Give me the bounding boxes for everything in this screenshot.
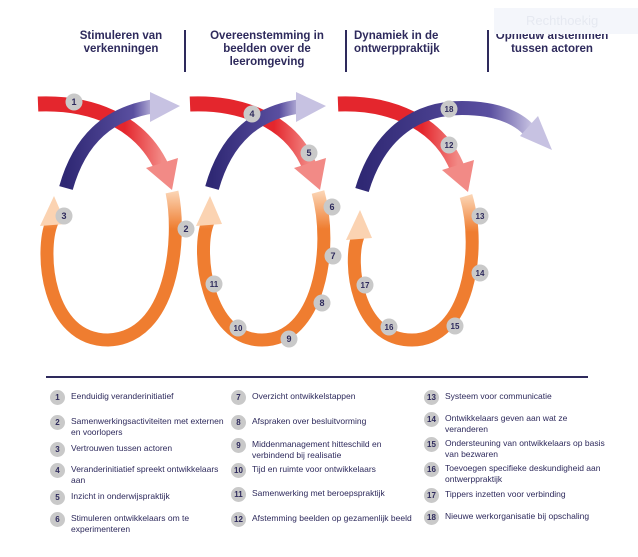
ghost-label-watermark: Rechthoekig [494, 8, 638, 34]
marker-6: 6 [323, 198, 341, 216]
loop-3 [337, 96, 552, 347]
loop-2 [189, 92, 331, 347]
svg-text:9: 9 [286, 334, 291, 344]
marker-16: 16 [380, 318, 398, 336]
orange-loop-arrow-3 [347, 194, 479, 347]
red-arrowhead-3 [442, 160, 474, 192]
loop-1 [37, 92, 182, 347]
marker-10: 10 [229, 319, 247, 337]
legend-badge: 14 [424, 412, 439, 427]
svg-text:1: 1 [71, 97, 76, 107]
phase-divider-1 [184, 30, 186, 72]
legend-separator [46, 376, 588, 378]
legend-badge: 9 [231, 438, 246, 453]
purple-arrow-1 [59, 99, 158, 190]
legend-badge: 11 [231, 487, 246, 502]
phase-title-3: Dynamiek in de ontwerppraktijk [354, 30, 440, 55]
legend-badge: 6 [50, 512, 65, 527]
legend-text: Afstemming beelden op gezamenlijk beeld [252, 513, 412, 523]
legend-badge: 7 [231, 390, 246, 405]
legend-badge: 8 [231, 415, 246, 430]
legend-text: Samenwerking met beroepspraktijk [252, 488, 385, 498]
marker-4: 4 [243, 105, 261, 123]
legend-text: Systeem voor communicatie [445, 391, 552, 401]
orange-arrowhead-2 [196, 196, 222, 226]
svg-text:2: 2 [183, 224, 188, 234]
legend-text: Ondersteuning van ontwikkelaars op basis… [445, 438, 605, 459]
orange-loop-arrow-1 [40, 190, 182, 347]
legend-text: Middenmanagement hitteschild en verbinde… [252, 439, 382, 460]
marker-3: 3 [55, 207, 73, 225]
legend-badge: 13 [424, 390, 439, 405]
legend-badge: 4 [50, 463, 65, 478]
marker-14: 14 [471, 264, 489, 282]
svg-text:8: 8 [319, 298, 324, 308]
legend-badge: 10 [231, 463, 246, 478]
orange-loop-arrow-2 [197, 190, 331, 347]
svg-text:17: 17 [361, 281, 370, 290]
marker-7: 7 [324, 247, 342, 265]
marker-12: 12 [440, 136, 458, 154]
marker-2: 2 [177, 220, 195, 238]
legend-badge: 15 [424, 437, 439, 452]
legend-badge: 1 [50, 390, 65, 405]
red-arrowhead-1 [146, 158, 178, 190]
phase-divider-2 [345, 30, 347, 72]
svg-text:16: 16 [385, 323, 394, 332]
legend-badge: 2 [50, 415, 65, 430]
svg-text:13: 13 [476, 212, 485, 221]
legend-text: Overzicht ontwikkelstappen [252, 391, 356, 401]
legend-badge: 12 [231, 512, 246, 527]
purple-arrow-2 [205, 99, 304, 190]
phase-title-1: Stimuleren van verkenningen [79, 30, 163, 55]
legend-badge: 18 [424, 510, 439, 525]
legend-badge: 3 [50, 442, 65, 457]
legend-text: Inzicht in onderwijspraktijk [71, 491, 170, 501]
marker-9: 9 [280, 330, 298, 348]
legend-badge: 16 [424, 462, 439, 477]
legend-text: Vertrouwen tussen actoren [71, 443, 173, 453]
svg-text:10: 10 [234, 324, 243, 333]
svg-text:12: 12 [445, 141, 454, 150]
svg-text:5: 5 [306, 148, 311, 158]
svg-text:3: 3 [61, 211, 66, 221]
marker-15: 15 [446, 317, 464, 335]
legend-text: Samenwerkingsactiviteiten met externen e… [71, 416, 224, 437]
phase-title-2: Overeenstemming in beelden over de leero… [210, 30, 324, 68]
marker-17: 17 [356, 276, 374, 294]
legend-text: Tijd en ruimte voor ontwikkelaars [252, 464, 376, 474]
legend-text: Nieuwe werkorganisatie bij opschaling [445, 511, 590, 521]
svg-text:11: 11 [210, 280, 219, 289]
svg-text:7: 7 [330, 251, 335, 261]
marker-11: 11 [205, 275, 223, 293]
svg-text:14: 14 [476, 269, 485, 278]
legend-text: Ontwikkelaars geven aan wat ze verandere… [445, 413, 568, 434]
marker-8: 8 [313, 294, 331, 312]
legend-text: Toevoegen specifieke deskundigheid aan o… [445, 463, 601, 484]
legend-text: Stimuleren ontwikkelaars om te experimen… [71, 513, 190, 534]
orange-arrowhead-3 [346, 210, 372, 240]
purple-arrowhead-2 [296, 92, 326, 122]
svg-text:18: 18 [445, 105, 454, 114]
marker-1: 1 [65, 93, 83, 111]
svg-text:6: 6 [329, 202, 334, 212]
red-arrowhead-2 [294, 158, 326, 190]
marker-13: 13 [471, 207, 489, 225]
legend-text: Veranderinitiatief spreekt ontwikkelaars… [71, 464, 219, 485]
marker-5: 5 [300, 144, 318, 162]
phase-divider-3 [487, 30, 489, 72]
process-loop-diagram: 1 2 3 4 5 6 7 8 9 10 11 12 13 14 15 16 1… [37, 92, 552, 348]
marker-18: 18 [440, 100, 458, 118]
purple-arrowhead-1 [150, 92, 180, 122]
purple-arrowhead-3 [520, 116, 552, 150]
legend-text: Afspraken over besluitvorming [252, 416, 367, 426]
svg-text:4: 4 [249, 109, 254, 119]
legend-badge: 17 [424, 488, 439, 503]
legend-text: Tippers inzetten voor verbinding [445, 489, 566, 499]
svg-text:15: 15 [451, 322, 460, 331]
legend-badge: 5 [50, 490, 65, 505]
legend-text: Eenduidig veranderinitiatief [71, 391, 174, 401]
